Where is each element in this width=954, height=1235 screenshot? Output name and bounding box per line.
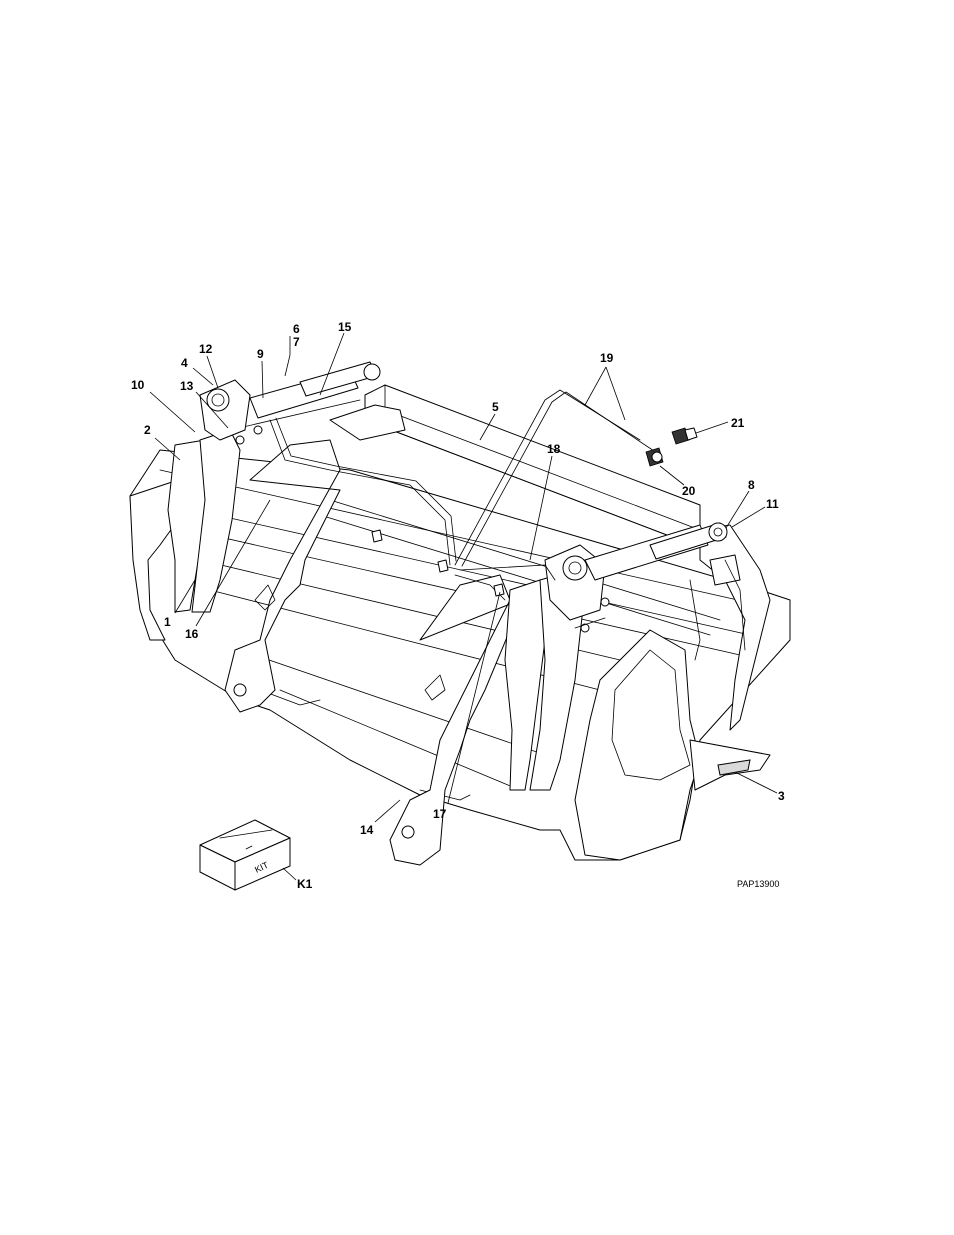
leader-lines <box>149 332 778 881</box>
left-hanger-hole <box>233 683 247 697</box>
leader-9 <box>261 360 264 399</box>
middle-hanger-hook <box>424 674 446 701</box>
right-pivot-pin <box>562 555 588 581</box>
far-right-tube-end <box>709 554 741 586</box>
kit-box-flap-line <box>219 829 273 850</box>
grapple-frame <box>167 379 771 866</box>
hose-clamp-right <box>493 583 505 597</box>
leader-10 <box>149 391 196 433</box>
middle-hanger-hole <box>401 825 415 839</box>
callout-19: 19 <box>600 351 614 365</box>
right-pin-shaft <box>574 617 606 629</box>
leader-3 <box>734 771 778 794</box>
callout-k1: K1 <box>297 877 313 891</box>
hose-clamp-mid <box>437 559 449 573</box>
callout-1: 1 <box>164 615 171 629</box>
bucket-top-edge <box>144 469 761 656</box>
callout-15: 15 <box>338 320 352 334</box>
callout-10: 10 <box>131 378 145 392</box>
hydraulic-lines <box>269 389 661 601</box>
callout-labels: 1 2 3 4 5 6 7 8 9 10 11 12 13 14 15 16 1… <box>131 320 785 891</box>
left-hanger-plate <box>224 439 341 713</box>
left-fitting <box>253 425 263 435</box>
leader-11 <box>731 506 766 528</box>
callout-18: 18 <box>547 442 561 456</box>
callout-2: 2 <box>144 423 151 437</box>
leader-12 <box>206 355 219 389</box>
leader-13 <box>195 391 229 429</box>
quick-couplers <box>645 427 698 467</box>
left-mount-bracket <box>199 379 251 441</box>
hose-clamp-left <box>371 529 383 543</box>
leader-6-7b <box>284 354 291 377</box>
left-hanger-hook <box>254 584 276 611</box>
leader-21 <box>695 421 729 434</box>
callout-21: 21 <box>731 416 745 430</box>
leader-18 <box>529 455 553 561</box>
left-pivot-pin-inner <box>211 393 225 407</box>
leader-5 <box>479 413 496 441</box>
callout-7: 7 <box>293 335 300 349</box>
callout-17: 17 <box>433 807 447 821</box>
bucket-floor-lines <box>199 559 621 791</box>
leader-k1 <box>282 867 297 881</box>
callout-3: 3 <box>778 789 785 803</box>
callout-11: 11 <box>766 497 779 511</box>
leader-15 <box>319 332 345 396</box>
left-hydraulic-tube-b <box>275 417 457 562</box>
leader-1 <box>174 579 196 614</box>
left-fitting-2 <box>235 435 245 445</box>
right-pivot-pin-inner <box>568 561 582 575</box>
leader-14 <box>374 799 401 823</box>
left-cylinder-mount <box>329 404 406 441</box>
right-side-plate-inner <box>611 649 691 781</box>
leader-2 <box>154 437 181 461</box>
callout-6: 6 <box>293 322 300 336</box>
callout-5: 5 <box>492 400 499 414</box>
right-cylinder-clevis-inner <box>713 527 723 537</box>
leader-19a <box>584 366 607 406</box>
leader-19b <box>605 366 626 421</box>
callout-8: 8 <box>748 478 755 492</box>
hose-19-b <box>461 391 661 567</box>
left-tine-inner <box>191 429 241 613</box>
left-cylinder-clevis <box>363 363 381 381</box>
left-hydraulic-tube-a <box>269 419 451 566</box>
right-fitting <box>600 597 610 607</box>
callout-14: 14 <box>360 823 374 837</box>
callout-12: 12 <box>199 342 213 356</box>
leader-20 <box>659 465 685 486</box>
cylinders <box>235 361 728 633</box>
back-frame-rail <box>229 399 721 636</box>
callout-9: 9 <box>257 347 264 361</box>
leader-4 <box>192 367 214 386</box>
leader-16 <box>195 499 271 627</box>
right-fitting-2 <box>580 623 590 633</box>
callout-4: 4 <box>181 356 188 370</box>
callout-16: 16 <box>185 627 199 641</box>
leader-17 <box>447 591 501 804</box>
callout-20: 20 <box>682 484 696 498</box>
callout-13: 13 <box>180 379 194 393</box>
kit-box-side <box>234 837 291 891</box>
right-side-plate <box>574 629 701 861</box>
kit-box: KIT <box>199 819 291 891</box>
leader-8 <box>725 490 750 529</box>
cutting-edge-notch <box>717 759 751 776</box>
coupler-20-cap <box>651 451 663 463</box>
right-cylinder-clevis <box>708 522 728 542</box>
figure-id: PAP13900 <box>737 879 779 889</box>
coupler-21-tip <box>684 427 698 441</box>
left-pivot-pin <box>206 388 230 412</box>
tube-18 <box>459 564 556 581</box>
far-right-arm-inner <box>689 559 746 661</box>
